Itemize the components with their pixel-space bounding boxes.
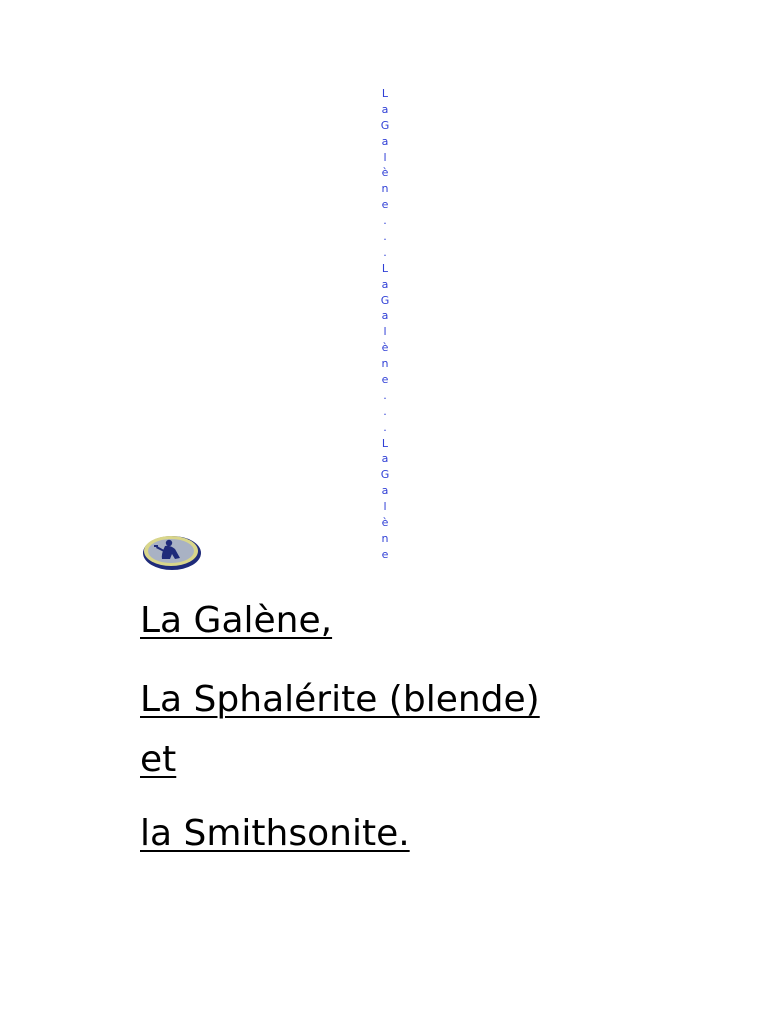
title-line-1: La Galène, (140, 600, 333, 641)
banner-char: n (381, 531, 389, 545)
banner-char: n (381, 357, 389, 371)
banner-char: . (383, 388, 387, 402)
banner-char: l (383, 150, 387, 164)
banner-char: l (383, 500, 387, 514)
banner-char: . (383, 245, 387, 259)
banner-char: G (380, 118, 390, 132)
banner-char: . (383, 214, 387, 228)
title-line-3: et (140, 739, 177, 780)
banner-char: e (381, 547, 389, 561)
banner-char: L (381, 87, 389, 100)
banner-char: G (380, 468, 390, 482)
title-line-2: La Sphalérite (blende) (140, 679, 540, 720)
banner-char: . (383, 420, 387, 434)
banner-char: e (381, 198, 389, 212)
banner-char: L (381, 436, 389, 450)
banner-char: a (381, 277, 389, 291)
banner-char: e (381, 373, 389, 387)
banner-char: a (381, 134, 389, 148)
banner-char: n (381, 182, 389, 196)
banner-char: G (380, 293, 390, 307)
banner-char: a (381, 102, 389, 116)
banner-char: . (383, 230, 387, 244)
banner-char: è (381, 341, 389, 355)
miner-icon (143, 536, 201, 570)
title-line-4: la Smithsonite. (140, 813, 410, 854)
banner-char: a (381, 309, 389, 323)
banner-char: a (381, 452, 389, 466)
banner-char: l (383, 325, 387, 339)
banner-char: a (381, 484, 389, 498)
banner-char: è (381, 516, 389, 530)
banner-char: L (381, 261, 389, 275)
banner-char: . (383, 404, 387, 418)
banner-char: è (381, 166, 389, 180)
